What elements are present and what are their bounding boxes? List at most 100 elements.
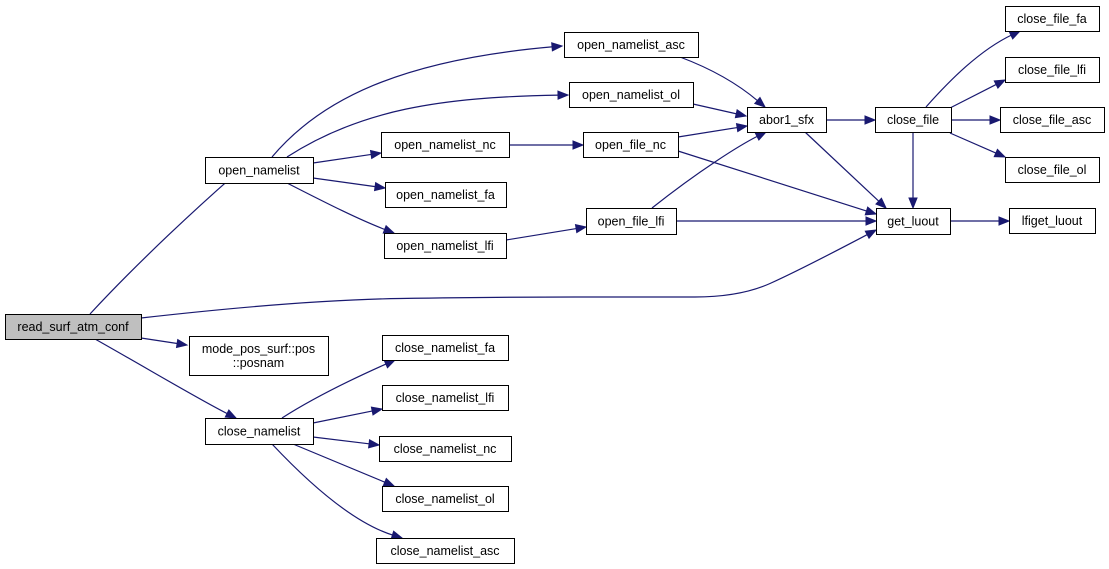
node-get_luout[interactable]: get_luout: [876, 208, 951, 235]
node-close_namelist_nc[interactable]: close_namelist_nc: [379, 436, 512, 462]
edge-line: [312, 410, 374, 424]
edge-close_namelist-to-close_namelist_lfi: [312, 406, 384, 424]
edge-read_surf_atm_conf-to-mode_pos_surf_posnam: [140, 337, 189, 349]
node-label: lfiget_luout: [1022, 214, 1083, 228]
node-close_namelist_fa[interactable]: close_namelist_fa: [382, 335, 509, 361]
node-label: open_namelist: [218, 164, 300, 178]
edge-line: [140, 337, 179, 345]
node-label: close_file_asc: [1013, 113, 1092, 127]
arrowhead-icon: [998, 216, 1011, 226]
edge-open_file_nc-to-abor1_sfx: [677, 122, 749, 138]
node-close_file_asc[interactable]: close_file_asc: [1000, 107, 1105, 133]
node-open_file_nc[interactable]: open_file_nc: [583, 132, 679, 158]
node-open_namelist_nc[interactable]: open_namelist_nc: [381, 132, 510, 158]
node-mode_pos_surf_posnam[interactable]: mode_pos_surf::pos::posnam: [189, 336, 329, 376]
node-label: close_namelist_lfi: [396, 391, 495, 405]
node-close_file_lfi[interactable]: close_file_lfi: [1005, 57, 1100, 83]
node-close_namelist_ol[interactable]: close_namelist_ol: [382, 486, 509, 512]
node-box: [1009, 208, 1096, 234]
arrowhead-icon: [864, 115, 877, 125]
node-box: [1005, 157, 1100, 183]
edge-line: [271, 443, 394, 536]
node-label: close_namelist_fa: [395, 341, 495, 355]
edge-open_file_lfi-to-get_luout: [676, 216, 878, 226]
edge-close_namelist-to-close_namelist_nc: [312, 436, 381, 449]
node-label: open_namelist_ol: [582, 88, 680, 102]
edge-open_namelist-to-open_namelist_lfi: [286, 182, 396, 234]
node-box: [376, 538, 515, 564]
node-open_namelist_fa[interactable]: open_namelist_fa: [385, 182, 507, 208]
arrowhead-icon: [370, 406, 384, 416]
node-open_namelist_lfi[interactable]: open_namelist_lfi: [384, 233, 507, 259]
edge-read_surf_atm_conf-to-open_namelist: [89, 169, 242, 315]
edge-line: [89, 175, 234, 315]
arrowhead-icon: [753, 96, 767, 108]
node-box: [205, 418, 314, 445]
edge-line: [949, 132, 997, 154]
node-box: [379, 436, 512, 462]
node-box: [382, 385, 509, 411]
node-close_namelist_lfi[interactable]: close_namelist_lfi: [382, 385, 509, 411]
node-box: [384, 233, 507, 259]
arrowhead-icon: [224, 409, 238, 419]
edge-line: [271, 46, 554, 158]
node-label: open_namelist_asc: [577, 38, 685, 52]
node-box: [382, 335, 509, 361]
edge-abor1_sfx-to-get_luout: [804, 131, 887, 209]
edge-close_file-to-get_luout: [908, 132, 918, 210]
arrowhead-icon: [368, 439, 381, 449]
node-open_namelist[interactable]: open_namelist: [205, 157, 314, 184]
edge-open_namelist_ol-to-abor1_sfx: [692, 103, 748, 119]
edge-line: [312, 153, 373, 164]
edge-open_namelist-to-open_namelist_ol: [286, 90, 570, 158]
edge-line: [140, 233, 869, 319]
node-label: open_namelist_nc: [394, 138, 495, 152]
node-label: close_namelist_asc: [390, 544, 499, 558]
node-label: close_file_ol: [1018, 163, 1087, 177]
node-box: [1000, 107, 1105, 133]
edge-open_namelist-to-open_namelist_nc: [312, 149, 383, 164]
edge-close_file-to-close_file_lfi: [949, 79, 1007, 109]
edge-line: [312, 177, 377, 188]
arrowhead-icon: [382, 224, 396, 234]
edge-get_luout-to-lfiget_luout: [950, 216, 1011, 226]
arrowhead-icon: [551, 42, 564, 52]
edge-line: [505, 227, 578, 241]
arrowhead-icon: [864, 229, 878, 240]
node-label: get_luout: [887, 215, 939, 229]
node-close_file[interactable]: close_file: [875, 107, 952, 133]
node-box: [747, 107, 827, 133]
node-close_file_ol[interactable]: close_file_ol: [1005, 157, 1100, 183]
node-close_namelist_asc[interactable]: close_namelist_asc: [376, 538, 515, 564]
node-label: abor1_sfx: [759, 113, 815, 127]
edge-close_file-to-close_file_ol: [949, 132, 1007, 158]
node-label: close_namelist_ol: [395, 492, 494, 506]
node-open_namelist_ol[interactable]: open_namelist_ol: [569, 82, 694, 108]
node-open_file_lfi[interactable]: open_file_lfi: [586, 208, 677, 235]
edge-line: [679, 56, 759, 102]
node-box: [583, 132, 679, 158]
node-box: [564, 32, 699, 58]
node-box: [5, 314, 142, 340]
node-box: [205, 157, 314, 184]
node-open_namelist_asc[interactable]: open_namelist_asc: [564, 32, 699, 58]
arrowhead-icon: [754, 131, 768, 141]
node-lfiget_luout[interactable]: lfiget_luout: [1009, 208, 1096, 234]
edge-line: [651, 135, 759, 209]
node-read_surf_atm_conf[interactable]: read_surf_atm_conf: [5, 314, 142, 340]
node-box: [385, 182, 507, 208]
edge-open_namelist_lfi-to-open_file_lfi: [505, 224, 588, 241]
node-box: [569, 82, 694, 108]
edge-close_namelist-to-close_namelist_asc: [271, 443, 404, 540]
edge-line: [292, 443, 386, 484]
node-layer: read_surf_atm_conf open_namelist close_nam…: [5, 6, 1105, 564]
node-abor1_sfx[interactable]: abor1_sfx: [747, 107, 827, 133]
edge-line: [677, 126, 739, 138]
node-box: [1005, 6, 1100, 32]
edge-close_file-to-close_file_asc: [951, 115, 1002, 125]
node-box: [189, 336, 329, 376]
node-close_namelist[interactable]: close_namelist: [205, 418, 314, 445]
edge-abor1_sfx-to-close_file: [826, 115, 877, 125]
arrowhead-icon: [1008, 30, 1022, 40]
node-close_file_fa[interactable]: close_file_fa: [1005, 6, 1100, 32]
